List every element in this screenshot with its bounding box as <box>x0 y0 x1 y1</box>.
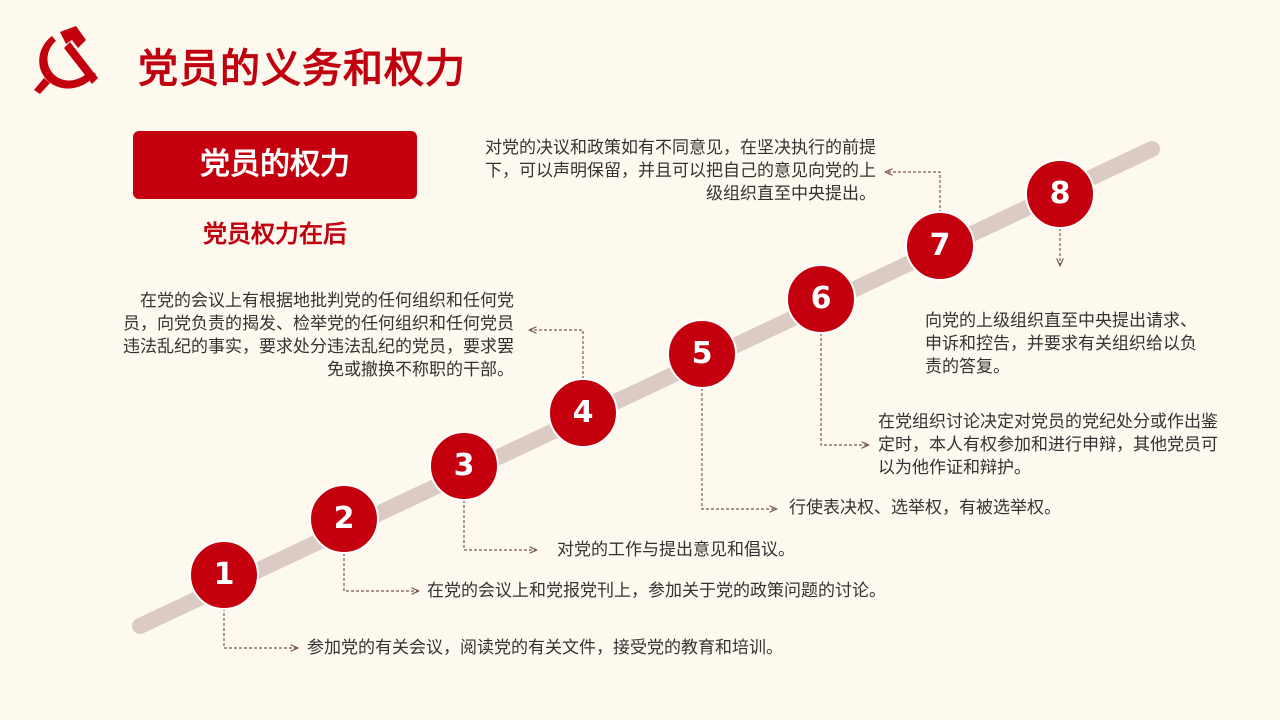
step-text-4: 在党的会议上有根据地批判党的任何组织和任何党员，向党负责的揭发、检举党的任何组织… <box>123 291 514 380</box>
step-circle-8 <box>1025 159 1095 229</box>
page-title: 党员的义务和权力 <box>138 46 466 92</box>
step-text-8: 向党的上级组织直至中央提出请求、申诉和控告，并要求有关组织给以负责的答复。 <box>925 311 1197 377</box>
step-circle-2 <box>309 484 379 554</box>
step-number-2: 2 <box>333 501 355 536</box>
step-number-5: 5 <box>691 336 713 371</box>
step-number-1: 1 <box>213 557 235 592</box>
step-number-4: 4 <box>572 395 594 430</box>
diagonal-track <box>132 141 1160 634</box>
step-circle-5 <box>667 319 737 389</box>
section-subtitle: 党员权力在后 <box>203 220 347 248</box>
step-text-3: 对党的工作与提出意见和倡议。 <box>557 540 795 560</box>
step-number-6: 6 <box>810 281 832 316</box>
step-text-2: 在党的会议上和党报党刊上，参加关于党的政策问题的讨论。 <box>427 581 886 601</box>
connector-7 <box>886 172 941 213</box>
section-tag: 党员的权力 <box>133 131 417 199</box>
connector-4 <box>530 330 584 379</box>
step-text-1: 参加党的有关会议，阅读党的有关文件，接受党的教育和培训。 <box>307 638 783 658</box>
connector-6 <box>820 333 868 445</box>
connector-5 <box>701 388 776 509</box>
party-emblem-icon <box>34 26 98 94</box>
step-number-7: 7 <box>929 228 951 263</box>
step-number-8: 8 <box>1049 176 1071 211</box>
step-circle-4 <box>548 378 618 448</box>
step-circle-6 <box>786 264 856 334</box>
connector-2 <box>343 553 418 591</box>
step-text-6: 在党组织讨论决定对党员的党纪处分或作出鉴定时，本人有权参加和进行申辩，其他党员可… <box>878 412 1218 478</box>
step-text-5: 行使表决权、选举权，有被选举权。 <box>789 498 1061 518</box>
step-text-7: 对党的决议和政策如有不同意见，在坚决执行的前提下，可以声明保留，并且可以把自己的… <box>485 138 876 204</box>
step-circle-7 <box>905 211 975 281</box>
step-circle-1 <box>189 540 259 610</box>
connector-1 <box>223 608 297 648</box>
connector-3 <box>463 500 536 550</box>
step-number-3: 3 <box>453 448 475 483</box>
step-circle-3 <box>429 431 499 501</box>
